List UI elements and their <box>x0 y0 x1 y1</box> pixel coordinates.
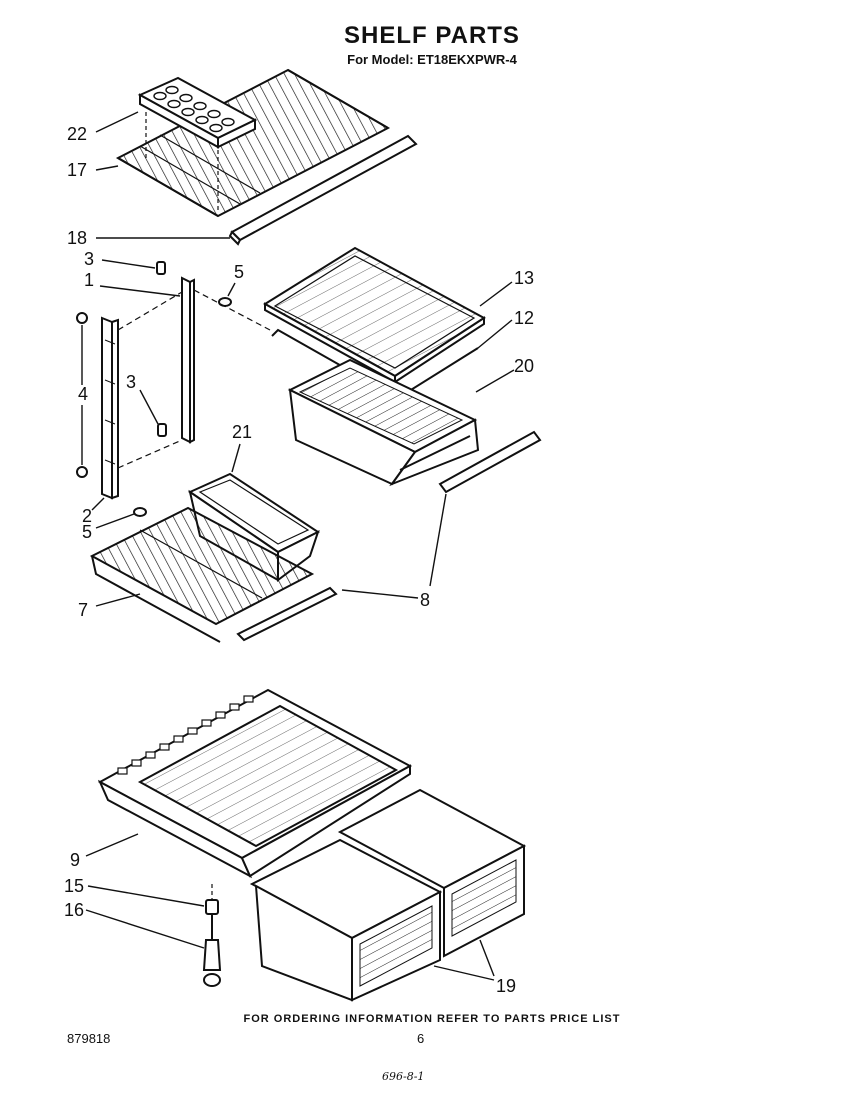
callout-22: 22 <box>67 124 88 144</box>
meat-pan <box>287 358 480 487</box>
callout-21: 21 <box>232 422 253 442</box>
wire-shelf-top <box>115 68 391 218</box>
shelf-trim-top <box>228 134 418 246</box>
page-title: SHELF PARTS <box>344 22 520 49</box>
callout-1: 1 <box>84 270 95 290</box>
callout-20: 20 <box>514 356 535 376</box>
callout-8: 8 <box>420 590 431 610</box>
callout-15: 15 <box>64 876 85 896</box>
handwritten-note: 696-8-1 <box>382 1070 425 1083</box>
callout-7: 7 <box>78 600 89 620</box>
callout-12: 12 <box>514 308 535 328</box>
crisper-drawers <box>249 788 527 1002</box>
callout-17: 17 <box>67 160 88 180</box>
callout-5-upper: 5 <box>234 262 245 282</box>
roller-assembly <box>202 884 222 987</box>
callout-19: 19 <box>496 976 517 996</box>
shelf-trim-right <box>438 430 542 494</box>
glass-shelf <box>263 246 486 400</box>
document-number: 879818 <box>67 1031 111 1046</box>
callout-9: 9 <box>70 850 81 870</box>
leader-lines <box>81 111 515 981</box>
alignment-lines <box>117 289 271 469</box>
page-number: 6 <box>417 1031 425 1046</box>
ice-cube-tray <box>137 76 258 212</box>
callout-5-lower: 5 <box>82 522 93 542</box>
callout-2: 2 <box>82 506 93 526</box>
crisper-cover <box>97 688 413 879</box>
ordering-note: FOR ORDERING INFORMATION REFER TO PARTS … <box>243 1013 621 1025</box>
shelf-trim-lower <box>236 586 338 642</box>
callout-3-lower: 3 <box>126 372 137 392</box>
callout-18: 18 <box>67 228 88 248</box>
small-hardware <box>76 261 232 517</box>
model-subtitle: For Model: ET18EKXPWR-4 <box>347 52 517 67</box>
shelf-ladders <box>101 276 195 500</box>
callout-4: 4 <box>78 384 89 404</box>
wire-shelf-lower <box>89 506 315 643</box>
callout-16: 16 <box>64 900 85 920</box>
callout-3-upper: 3 <box>84 249 95 269</box>
callout-13: 13 <box>514 268 535 288</box>
